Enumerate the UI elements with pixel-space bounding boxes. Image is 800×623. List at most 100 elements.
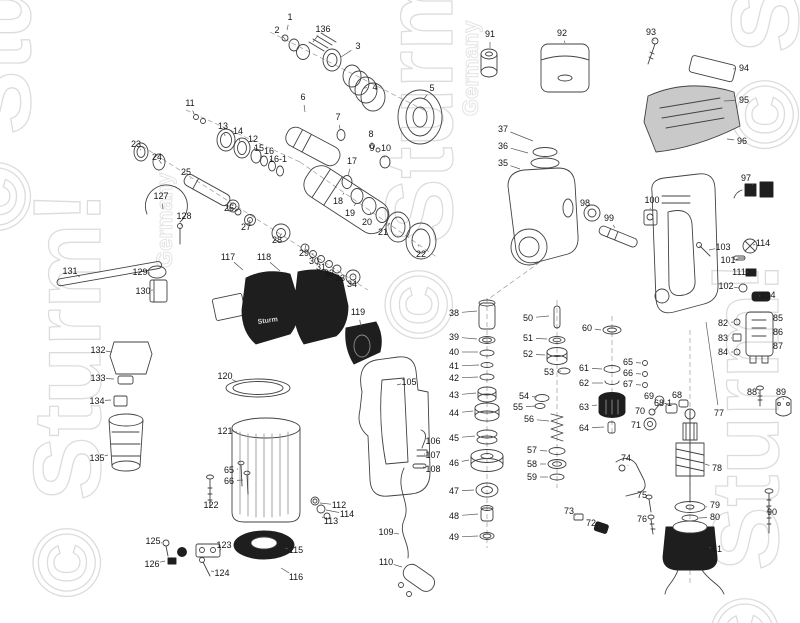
part-label-3: 3 — [355, 41, 360, 51]
part-label-67: 67 — [623, 379, 633, 389]
leader-line-52 — [535, 354, 546, 356]
side-handle-assembly — [56, 184, 188, 472]
part-label-70: 70 — [635, 406, 645, 416]
part-label-61: 61 — [579, 363, 589, 373]
part-label-31: 31 — [316, 262, 326, 272]
part-label-65: 65 — [224, 465, 234, 475]
part-label-41: 41 — [449, 361, 459, 371]
part-label-123: 123 — [216, 540, 231, 550]
part-label-35: 35 — [498, 158, 508, 168]
part-label-114: 114 — [756, 238, 770, 248]
part-label-63: 63 — [579, 402, 589, 412]
part-label-7: 7 — [335, 112, 340, 122]
leader-line-64 — [591, 426, 605, 428]
leader-line-35 — [510, 165, 521, 170]
part-label-119: 119 — [351, 307, 365, 317]
leader-line-27 — [248, 219, 251, 223]
piston-gear-column — [470, 299, 504, 540]
part-label-109: 109 — [378, 527, 393, 537]
top-cover — [643, 85, 741, 153]
leader-line-131 — [76, 274, 81, 278]
countershaft-parts — [133, 142, 361, 285]
part-label-80: 80 — [710, 512, 720, 522]
part-label-105: 105 — [401, 377, 416, 387]
part-label-125: 125 — [145, 536, 160, 546]
part-label-16-1: 16-1 — [269, 154, 287, 164]
part-label-134: 134 — [89, 396, 104, 406]
part-label-16: 16 — [264, 146, 274, 156]
part-label-97: 97 — [741, 173, 751, 183]
part-label-96: 96 — [737, 136, 747, 146]
part-label-58: 58 — [527, 459, 537, 469]
part-label-34: 34 — [347, 279, 357, 289]
part-label-45: 45 — [449, 433, 459, 443]
part-label-132: 132 — [90, 345, 105, 355]
name-plate — [688, 55, 737, 83]
part-label-66: 66 — [224, 476, 234, 486]
part-label-127: 127 — [153, 191, 168, 201]
part-label-93: 93 — [646, 27, 656, 37]
part-label-40: 40 — [449, 347, 459, 357]
part-label-115: 115 — [289, 545, 303, 555]
screw-93 — [647, 37, 659, 65]
leader-line-135 — [104, 454, 109, 457]
leader-line-112 — [319, 502, 332, 505]
leader-line-92 — [563, 40, 566, 44]
part-label-48: 48 — [449, 511, 459, 521]
part-label-13: 13 — [218, 121, 228, 131]
housing-fasteners — [696, 238, 771, 302]
part-label-110: 110 — [379, 557, 393, 567]
leader-line-36 — [510, 147, 529, 154]
part-label-104: 104 — [760, 290, 775, 300]
part-label-101: 101 — [720, 255, 735, 265]
part-label-95: 95 — [739, 95, 749, 105]
leader-line-77 — [705, 321, 719, 406]
leader-line-14 — [239, 138, 241, 143]
leader-line-2 — [282, 35, 286, 40]
part-label-133: 133 — [90, 373, 105, 383]
part-label-37: 37 — [498, 124, 508, 134]
part-label-59: 59 — [527, 472, 537, 482]
part-label-77: 77 — [714, 408, 724, 418]
part-label-21: 21 — [378, 227, 388, 237]
assembly-axes — [141, 31, 691, 584]
part-label-8: 8 — [368, 129, 373, 139]
leader-line-60 — [594, 328, 602, 331]
leader-line-22 — [417, 244, 419, 247]
leader-line-48 — [461, 513, 479, 516]
part-label-83: 83 — [718, 333, 728, 343]
part-label-69: 69 — [644, 391, 654, 401]
leader-line-120 — [232, 379, 238, 383]
part-label-92: 92 — [557, 28, 567, 38]
gearbox-housings: Sturm — [211, 269, 382, 365]
leader-line-115 — [284, 547, 289, 549]
part-label-124: 124 — [214, 568, 229, 578]
part-label-108: 108 — [425, 464, 440, 474]
part-label-50: 50 — [523, 313, 533, 323]
leader-line-119 — [359, 319, 362, 327]
switch-parts — [732, 311, 774, 364]
leader-line-93 — [653, 39, 655, 42]
leader-line-7 — [338, 124, 341, 130]
part-label-102: 102 — [718, 281, 733, 291]
part-label-130: 130 — [135, 286, 150, 296]
leader-line-57 — [539, 450, 548, 452]
leader-line-61 — [591, 368, 603, 370]
part-label-107: 107 — [425, 450, 440, 460]
leader-line-99 — [612, 224, 616, 229]
bevel-gear-column — [598, 325, 626, 434]
leader-line-28 — [279, 233, 283, 237]
leader-line-136 — [312, 35, 319, 43]
part-label-81: 81 — [712, 544, 722, 554]
part-label-17: 17 — [347, 156, 357, 166]
part-label-131: 131 — [62, 266, 77, 276]
drawing-layer: Sturm — [56, 32, 792, 597]
part-label-9: 9 — [369, 143, 374, 153]
leader-line-41 — [461, 364, 480, 367]
power-cord-and-plug — [398, 467, 436, 597]
part-label-12: 12 — [248, 134, 258, 144]
clutch-column — [534, 305, 571, 481]
part-label-117: 117 — [221, 252, 235, 262]
